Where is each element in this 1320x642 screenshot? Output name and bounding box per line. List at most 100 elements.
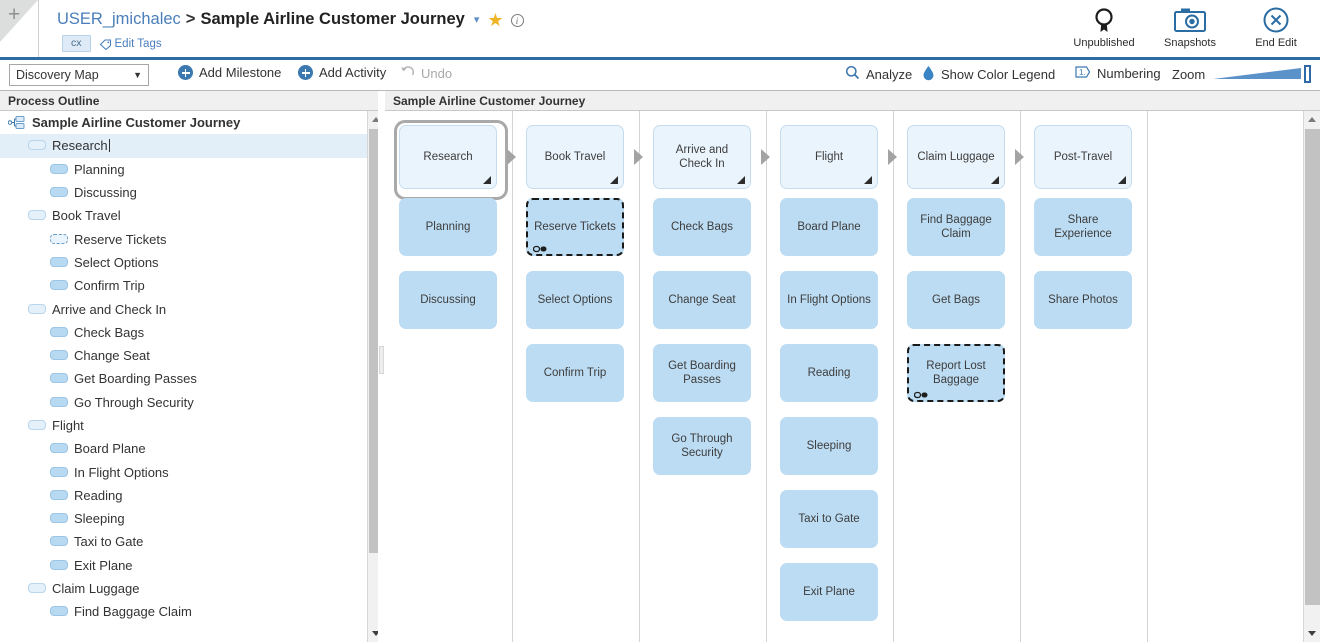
- milestone-card[interactable]: Flight: [780, 125, 878, 189]
- tree-row[interactable]: Book Travel: [0, 204, 367, 227]
- tree-row[interactable]: Go Through Security: [0, 391, 367, 414]
- activity-node-icon: [50, 396, 68, 407]
- tree-row[interactable]: Check Bags: [0, 321, 367, 344]
- resize-corner-icon[interactable]: [864, 176, 872, 184]
- activity-card[interactable]: Board Plane: [780, 198, 878, 256]
- tree-row[interactable]: Planning: [0, 158, 367, 181]
- activity-card[interactable]: Get Boarding Passes: [653, 344, 751, 402]
- milestone-card[interactable]: Claim Luggage: [907, 125, 1005, 189]
- activity-card[interactable]: Report Lost Baggage: [907, 344, 1005, 402]
- unpublished-label: Unpublished: [1073, 37, 1135, 49]
- tree-row[interactable]: Board Plane: [0, 437, 367, 460]
- tree-item-label: Claim Luggage: [52, 581, 140, 597]
- column-divider: [766, 111, 767, 642]
- panel-splitter[interactable]: [378, 91, 385, 642]
- activity-node-icon-wrap: [50, 441, 68, 456]
- milestone-card-label: Book Travel: [544, 150, 606, 163]
- tree-row[interactable]: Exit Plane: [0, 554, 367, 577]
- view-mode-select[interactable]: Discovery Map ▼: [9, 64, 149, 86]
- resize-corner-icon[interactable]: [1118, 176, 1126, 184]
- milestone-card[interactable]: Research: [394, 120, 508, 200]
- activity-card-label: Get Bags: [932, 293, 980, 306]
- resize-corner-icon[interactable]: [610, 176, 618, 184]
- activity-card-label: Sleeping: [806, 439, 852, 452]
- activity-card[interactable]: In Flight Options: [780, 271, 878, 329]
- activity-card[interactable]: Reserve Tickets: [526, 198, 624, 256]
- column-divider: [512, 111, 513, 642]
- edit-tags-button[interactable]: Edit Tags: [99, 38, 162, 50]
- milestone-node-icon-wrap: [28, 138, 46, 153]
- ribbon-icon: [1070, 6, 1138, 36]
- activity-node-icon: [50, 489, 68, 500]
- activity-card-label: Check Bags: [670, 220, 733, 233]
- tag-badge-cx[interactable]: cx: [62, 35, 91, 52]
- zoom-control: Zoom: [1172, 64, 1312, 84]
- tree-row[interactable]: Find Baggage Claim: [0, 600, 367, 623]
- activity-card[interactable]: Sleeping: [780, 417, 878, 475]
- add-page-corner-button[interactable]: +: [0, 0, 38, 45]
- activity-card[interactable]: Change Seat: [653, 271, 751, 329]
- zoom-slider-handle[interactable]: [1304, 65, 1312, 83]
- chevron-down-icon[interactable]: ▾: [473, 14, 480, 26]
- show-color-legend-button[interactable]: Show Color Legend: [922, 65, 1055, 84]
- activity-card[interactable]: Share Photos: [1034, 271, 1132, 329]
- resize-corner-icon[interactable]: [737, 176, 745, 184]
- favorite-star-icon[interactable]: ★: [487, 9, 504, 30]
- add-activity-label: Add Activity: [319, 65, 387, 80]
- activity-node-icon-wrap: [50, 511, 68, 526]
- snapshots-button[interactable]: Snapshots: [1156, 6, 1224, 49]
- tree-row[interactable]: Confirm Trip: [0, 274, 367, 297]
- tree-row[interactable]: Get Boarding Passes: [0, 367, 367, 390]
- tree-row[interactable]: Taxi to Gate: [0, 530, 367, 553]
- process-outline-title: Process Outline: [0, 91, 384, 111]
- canvas-scrollbar[interactable]: [1303, 111, 1320, 642]
- activity-card[interactable]: Select Options: [526, 271, 624, 329]
- tree-row[interactable]: Research: [0, 134, 367, 158]
- tree-row[interactable]: Arrive and Check In: [0, 297, 367, 320]
- tree-row[interactable]: Claim Luggage: [0, 577, 367, 600]
- milestone-card[interactable]: Book Travel: [526, 125, 624, 189]
- tree-row[interactable]: In Flight Options: [0, 460, 367, 483]
- activity-card[interactable]: Go Through Security: [653, 417, 751, 475]
- tree-row[interactable]: Change Seat: [0, 344, 367, 367]
- column-divider: [639, 111, 640, 642]
- scroll-up-arrow-icon[interactable]: [1304, 111, 1320, 128]
- tree-row[interactable]: Discussing: [0, 181, 367, 204]
- activity-card[interactable]: Exit Plane: [780, 563, 878, 621]
- info-icon[interactable]: i: [510, 12, 524, 27]
- resize-corner-icon[interactable]: [483, 176, 491, 184]
- unpublished-button[interactable]: Unpublished: [1070, 6, 1138, 49]
- zoom-slider[interactable]: [1213, 64, 1312, 84]
- end-edit-button[interactable]: End Edit: [1242, 6, 1310, 49]
- activity-card[interactable]: Discussing: [399, 271, 497, 329]
- activity-card[interactable]: Confirm Trip: [526, 344, 624, 402]
- canvas-scroll-thumb[interactable]: [1305, 129, 1320, 605]
- milestone-card[interactable]: Arrive and Check In: [653, 125, 751, 189]
- breadcrumb-user-link[interactable]: USER_jmichalec: [57, 10, 181, 28]
- numbering-button[interactable]: 1. Numbering: [1075, 65, 1161, 82]
- tree-row[interactable]: Reading: [0, 484, 367, 507]
- scroll-down-arrow-icon[interactable]: [1304, 625, 1320, 642]
- activity-card[interactable]: Planning: [399, 198, 497, 256]
- activity-card[interactable]: Reading: [780, 344, 878, 402]
- tree-row[interactable]: Reserve Tickets: [0, 227, 367, 250]
- tree-row[interactable]: Sleeping: [0, 507, 367, 530]
- activity-card[interactable]: Share Experience: [1034, 198, 1132, 256]
- activity-card[interactable]: Find Baggage Claim: [907, 198, 1005, 256]
- splitter-grip[interactable]: [379, 346, 384, 374]
- activity-card[interactable]: Get Bags: [907, 271, 1005, 329]
- tree-row[interactable]: Select Options: [0, 251, 367, 274]
- tree-row[interactable]: Flight: [0, 414, 367, 437]
- tree-row-root[interactable]: Sample Airline Customer Journey: [0, 111, 367, 134]
- activity-node-icon-wrap: [50, 604, 68, 619]
- analyze-button[interactable]: Analyze: [845, 65, 912, 83]
- add-activity-button[interactable]: Add Activity: [298, 65, 386, 80]
- milestone-card[interactable]: Post-Travel: [1034, 125, 1132, 189]
- column-divider: [1020, 111, 1021, 642]
- resize-corner-icon[interactable]: [991, 176, 999, 184]
- activity-card[interactable]: Taxi to Gate: [780, 490, 878, 548]
- activity-card[interactable]: Check Bags: [653, 198, 751, 256]
- add-milestone-button[interactable]: Add Milestone: [178, 65, 281, 80]
